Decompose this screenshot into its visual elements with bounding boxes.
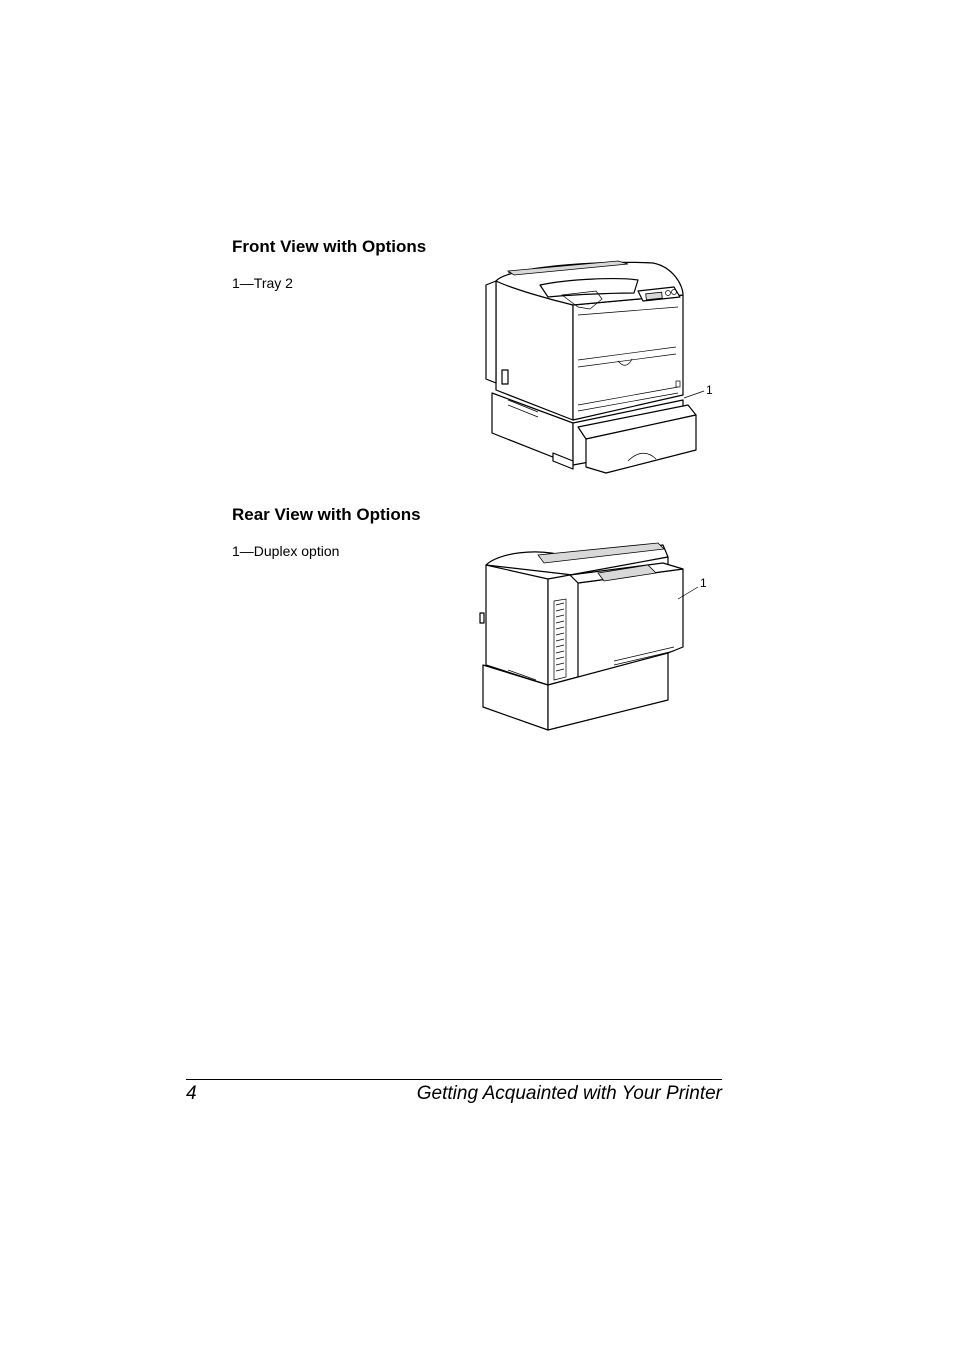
footer-rule [186,1079,722,1080]
rear-callout-1: 1 [700,576,707,590]
front-view-heading: Front View with Options [232,237,427,256]
rear-view-caption: 1—Duplex option [232,543,340,559]
rear-view-heading: Rear View with Options [232,505,421,524]
front-view-printer-illustration: 1 [478,255,718,475]
front-callout-1: 1 [706,383,713,397]
footer-title: Getting Acquainted with Your Printer [416,1083,722,1104]
rear-view-printer-illustration: 1 [478,535,718,735]
front-view-caption: 1—Tray 2 [232,275,293,291]
page-number: 4 [186,1083,197,1104]
